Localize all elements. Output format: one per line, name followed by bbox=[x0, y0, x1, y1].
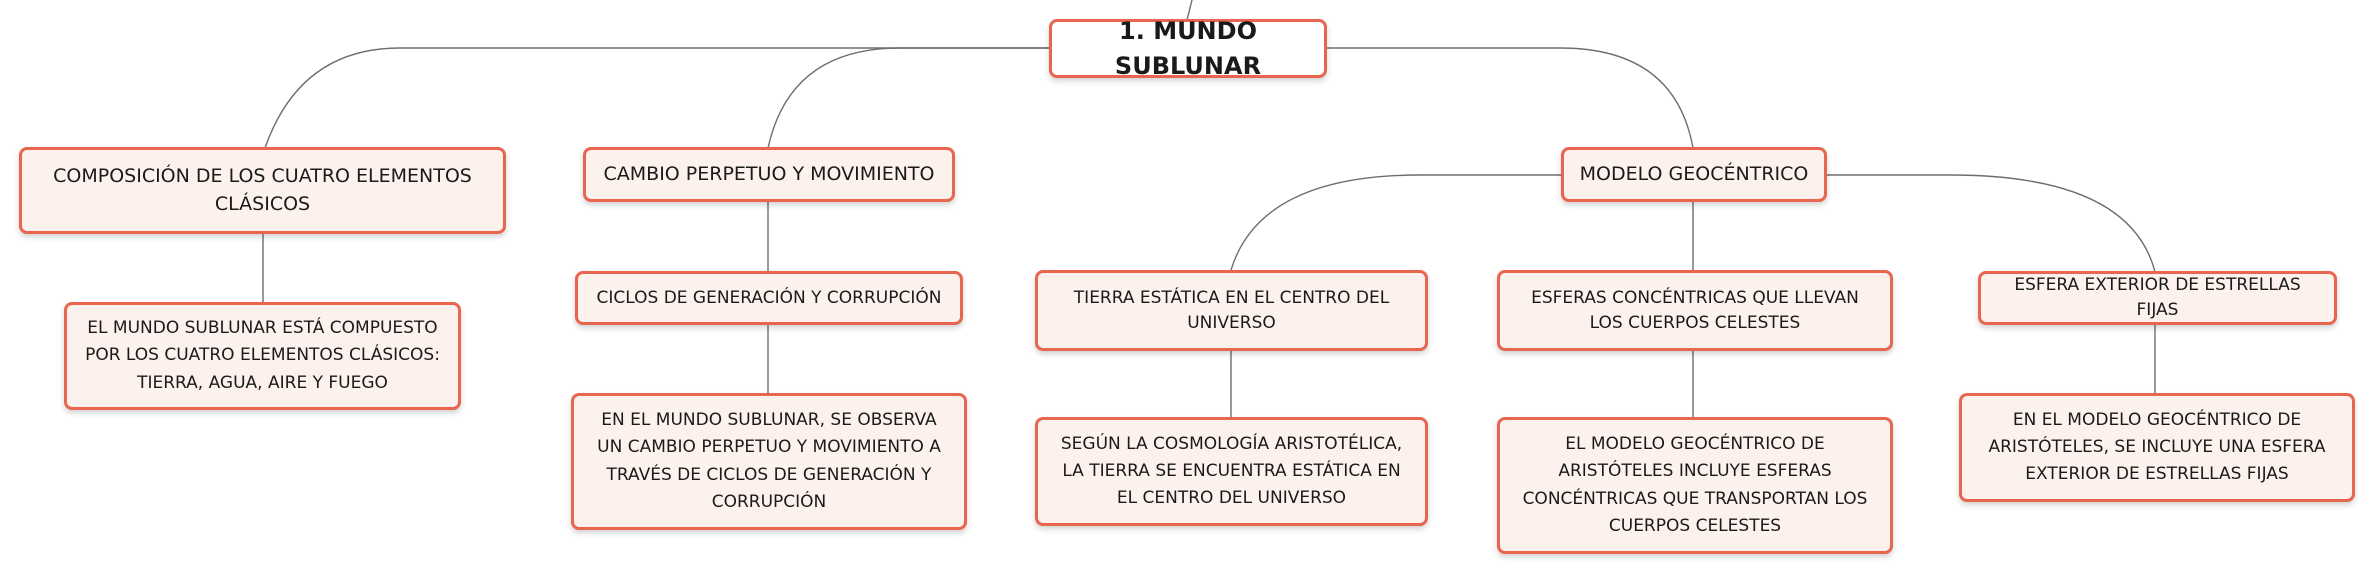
node-ciclos-label: CICLOS DE GENERACIÓN Y CORRUPCIÓN bbox=[596, 287, 942, 308]
detail-esferas[interactable]: EL MODELO GEOCÉNTRICO DE ARISTÓTELES INC… bbox=[1497, 417, 1893, 554]
branch-modelo[interactable]: MODELO GEOCÉNTRICO bbox=[1561, 147, 1827, 202]
branch-cambio[interactable]: CAMBIO PERPETUO Y MOVIMIENTO bbox=[583, 147, 955, 202]
node-estrellas[interactable]: ESFERA EXTERIOR DE ESTRELLAS FIJAS bbox=[1978, 271, 2337, 325]
connector-parent-root bbox=[1186, 0, 1193, 21]
branch-composicion[interactable]: COMPOSICIÓN DE LOS CUATRO ELEMENTOS CLÁS… bbox=[19, 147, 506, 234]
detail-tierra[interactable]: SEGÚN LA COSMOLOGÍA ARISTOTÉLICA, LA TIE… bbox=[1035, 417, 1428, 526]
connector-modelo-tierra bbox=[1230, 174, 1562, 271]
root-node[interactable]: 1. MUNDO SUBLUNAR bbox=[1049, 17, 1327, 80]
node-ciclos[interactable]: CICLOS DE GENERACIÓN Y CORRUPCIÓN bbox=[575, 271, 963, 325]
branch-cambio-label: CAMBIO PERPETUO Y MOVIMIENTO bbox=[603, 162, 935, 185]
detail-composicion-text: EL MUNDO SUBLUNAR ESTÁ COMPUESTO POR LOS… bbox=[85, 318, 440, 393]
connector-root-cambio bbox=[767, 47, 1050, 149]
branch-modelo-label: MODELO GEOCÉNTRICO bbox=[1579, 162, 1809, 185]
detail-estrellas-text: EN EL MODELO GEOCÉNTRICO DE ARISTÓTELES,… bbox=[1988, 409, 2326, 485]
branch-composicion-label: COMPOSICIÓN DE LOS CUATRO ELEMENTOS CLÁS… bbox=[53, 164, 472, 215]
detail-composicion[interactable]: EL MUNDO SUBLUNAR ESTÁ COMPUESTO POR LOS… bbox=[64, 302, 461, 410]
node-esferas[interactable]: ESFERAS CONCÉNTRICAS QUE LLEVAN LOS CUER… bbox=[1497, 270, 1893, 351]
node-esferas-label: ESFERAS CONCÉNTRICAS QUE LLEVAN LOS CUER… bbox=[1531, 287, 1859, 333]
connector-modelo-estrellas bbox=[1826, 174, 2156, 273]
detail-ciclos[interactable]: EN EL MUNDO SUBLUNAR, SE OBSERVA UN CAMB… bbox=[571, 393, 967, 530]
node-estrellas-label: ESFERA EXTERIOR DE ESTRELLAS FIJAS bbox=[2014, 275, 2301, 320]
node-tierra[interactable]: TIERRA ESTÁTICA EN EL CENTRO DEL UNIVERS… bbox=[1035, 270, 1428, 351]
detail-esferas-text: EL MODELO GEOCÉNTRICO DE ARISTÓTELES INC… bbox=[1522, 434, 1868, 536]
detail-estrellas[interactable]: EN EL MODELO GEOCÉNTRICO DE ARISTÓTELES,… bbox=[1959, 393, 2355, 502]
detail-ciclos-text: EN EL MUNDO SUBLUNAR, SE OBSERVA UN CAMB… bbox=[597, 410, 941, 512]
root-label: 1. MUNDO SUBLUNAR bbox=[1114, 16, 1262, 80]
detail-tierra-text: SEGÚN LA COSMOLOGÍA ARISTOTÉLICA, LA TIE… bbox=[1060, 433, 1403, 509]
node-tierra-label: TIERRA ESTÁTICA EN EL CENTRO DEL UNIVERS… bbox=[1073, 287, 1390, 333]
connector-root-composicion bbox=[264, 47, 1050, 149]
connector-root-modelo bbox=[1325, 47, 1694, 149]
